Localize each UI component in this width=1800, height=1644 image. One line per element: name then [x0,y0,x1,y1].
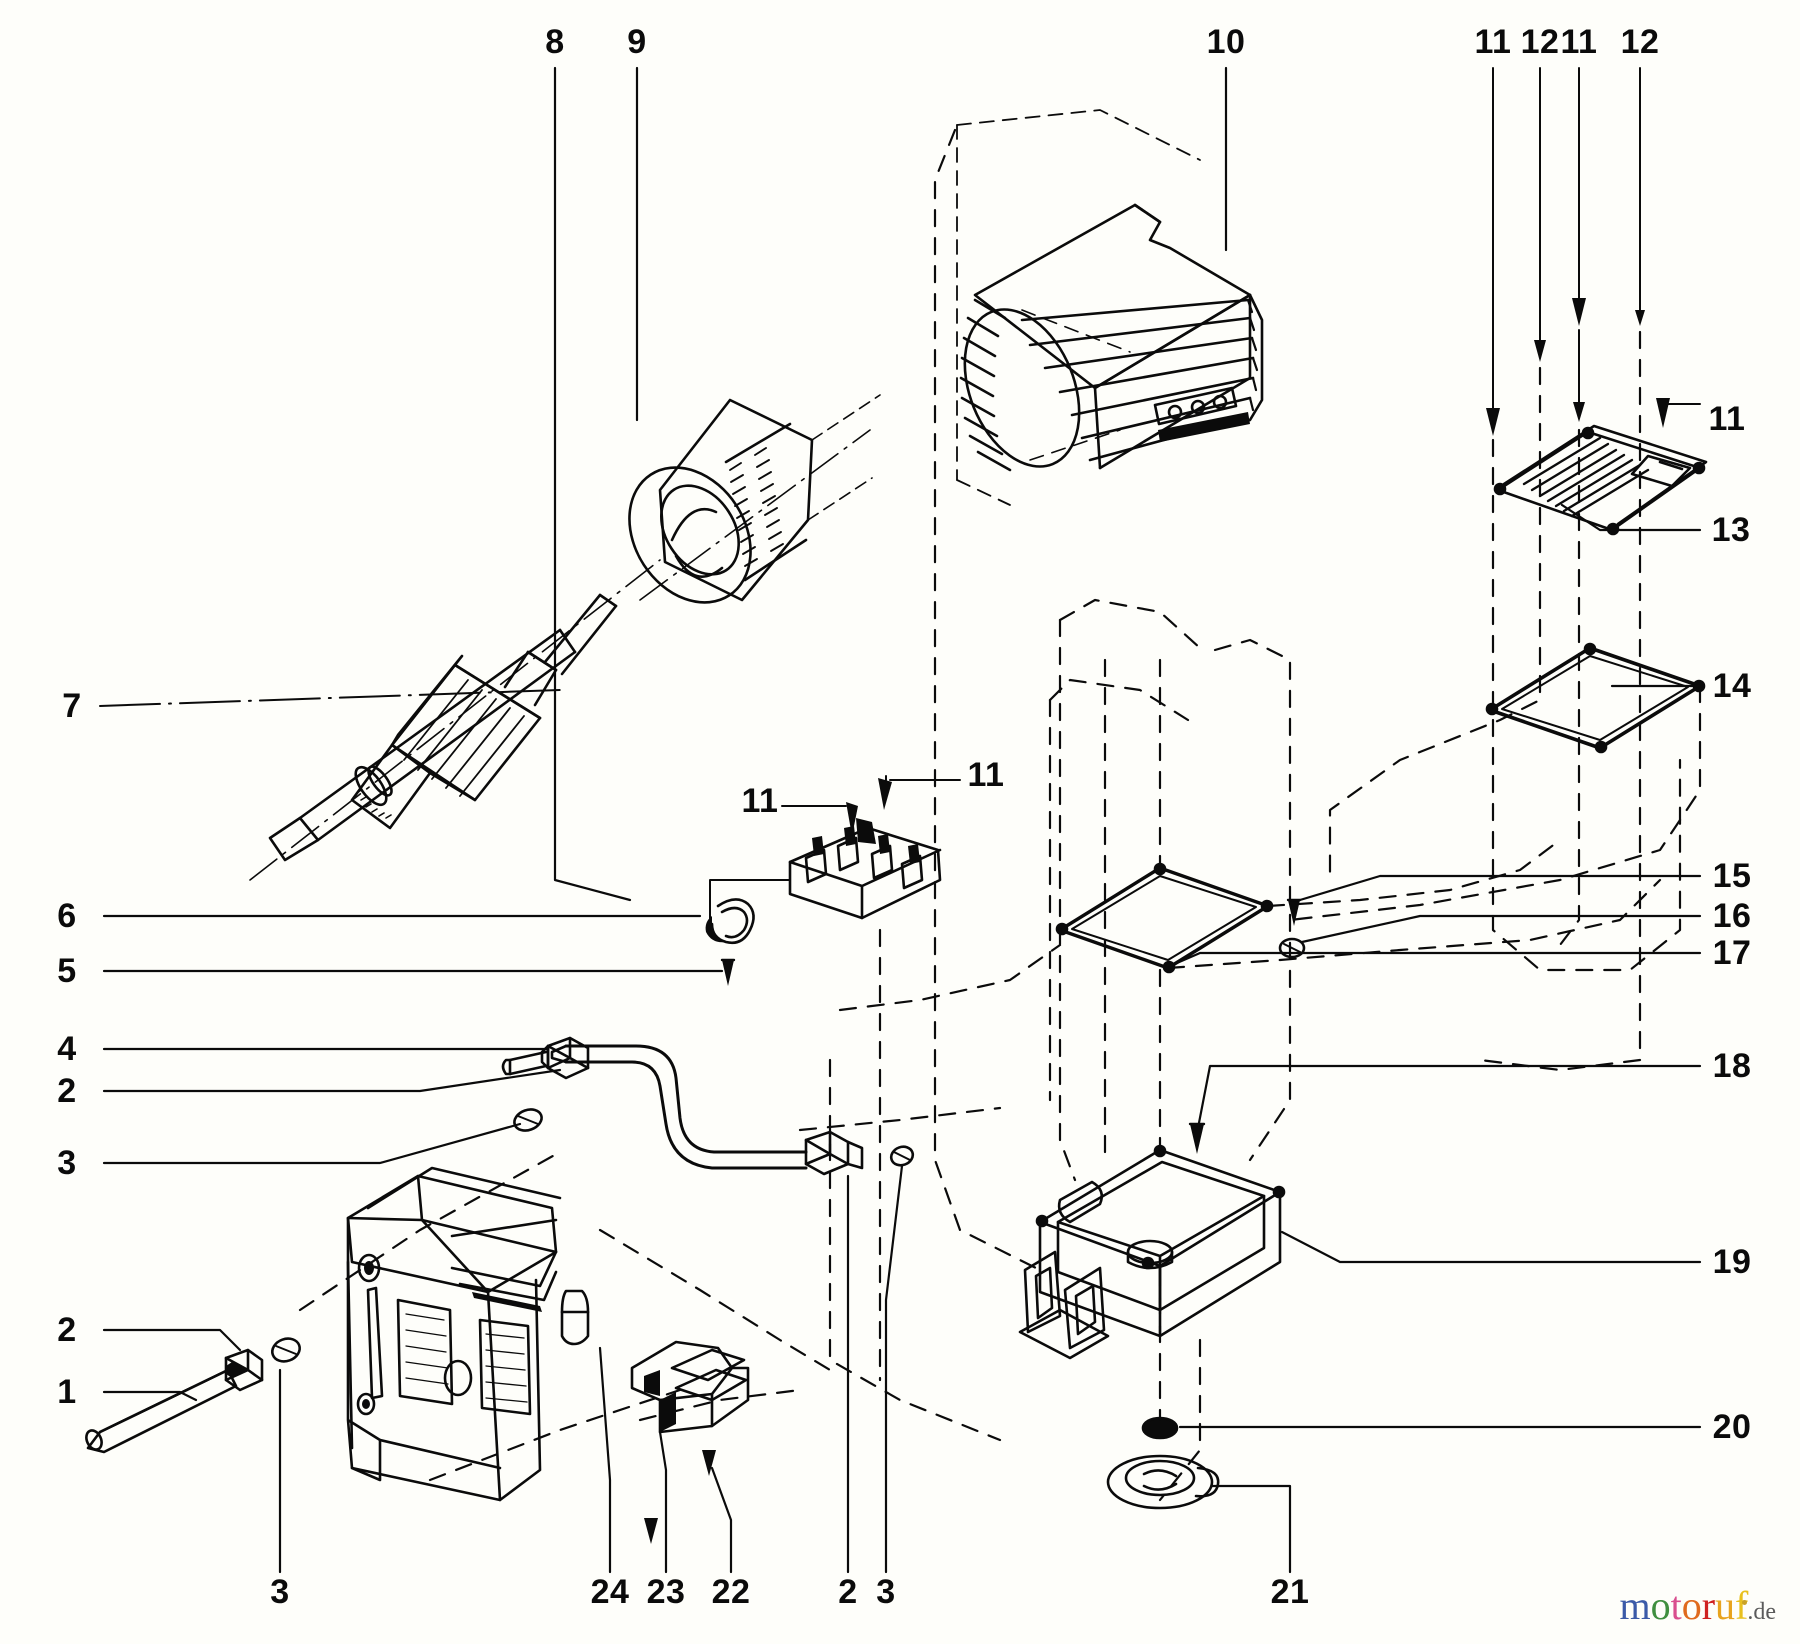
callout-5: 5 [57,952,77,990]
leader-lines-right [1168,503,1702,1574]
watermark-dot-icon [1742,1599,1748,1605]
callout-11-top-1: 11 [1474,23,1512,61]
callout-17: 17 [1712,934,1752,972]
callout-4: 4 [57,1030,77,1068]
watermark-letter: r [1701,1583,1716,1628]
callout-22: 22 [711,1573,751,1611]
callout-23: 23 [646,1573,686,1611]
part-screw-5 [720,958,736,986]
callout-1: 1 [57,1373,77,1411]
leader-lines-left [102,914,724,1402]
watermark-letter: o [1650,1583,1671,1628]
watermark-letter: u [1715,1583,1736,1628]
callout-24: 24 [590,1573,630,1611]
part-oil-tube [501,1036,864,1176]
part-drain-plug [1106,1416,1220,1510]
callout-12-top-2: 12 [1620,23,1660,61]
part-screw-18 [1188,1122,1206,1154]
callout-11-mid-2: 11 [967,756,1005,794]
callout-11-mid-1: 11 [741,782,779,820]
part-terminal-cover-plate [1493,424,1708,536]
part-end-bell [628,394,881,604]
callout-7: 7 [62,687,82,725]
callout-9: 9 [627,23,647,61]
callout-21: 21 [1270,1573,1310,1611]
callout-16: 16 [1712,897,1752,935]
part-pin [644,1450,716,1544]
watermark-letter: t [1670,1583,1682,1628]
callout-8: 8 [545,23,565,61]
callout-19: 19 [1712,1243,1752,1281]
motoruf-watermark: motoruf.de [1619,1586,1776,1626]
callout-3-left-1: 3 [57,1144,77,1182]
part-brush-block [560,1289,750,1434]
callout-6: 6 [57,897,77,935]
callout-12-top-1: 12 [1520,23,1560,61]
callout-3-bottom-1: 3 [270,1573,290,1611]
leader-lines-top [553,66,1228,902]
part-screw-washer-15-16 [1278,898,1306,959]
part-terminal-block [709,775,961,931]
callout-2-left-2: 2 [57,1311,77,1349]
callout-14: 14 [1712,667,1752,705]
callout-11-top-2: 11 [1560,23,1598,61]
part-armature [99,559,661,881]
callout-2-bottom: 2 [838,1573,858,1611]
callout-10: 10 [1206,23,1246,61]
callout-13: 13 [1711,511,1751,549]
watermark-letter: o [1681,1583,1702,1628]
part-pump-housing [346,1166,562,1502]
callout-2-left-1: 2 [57,1072,77,1110]
callout-20: 20 [1712,1408,1752,1446]
watermark-letter: m [1619,1583,1651,1628]
screws-right [1486,67,1701,436]
watermark-letter: f [1735,1583,1749,1628]
watermark-suffix: .de [1747,1599,1776,1625]
callout-18: 18 [1712,1047,1752,1085]
part-shaft-pin [85,1337,301,1454]
part-stator-housing [956,109,1264,506]
callout-3-bottom-2: 3 [876,1573,896,1611]
assembly-hidden-lines [298,128,1702,1502]
leader-lines-bottom [278,1164,904,1574]
callout-15: 15 [1712,857,1752,895]
callout-11-right: 11 [1708,400,1746,438]
